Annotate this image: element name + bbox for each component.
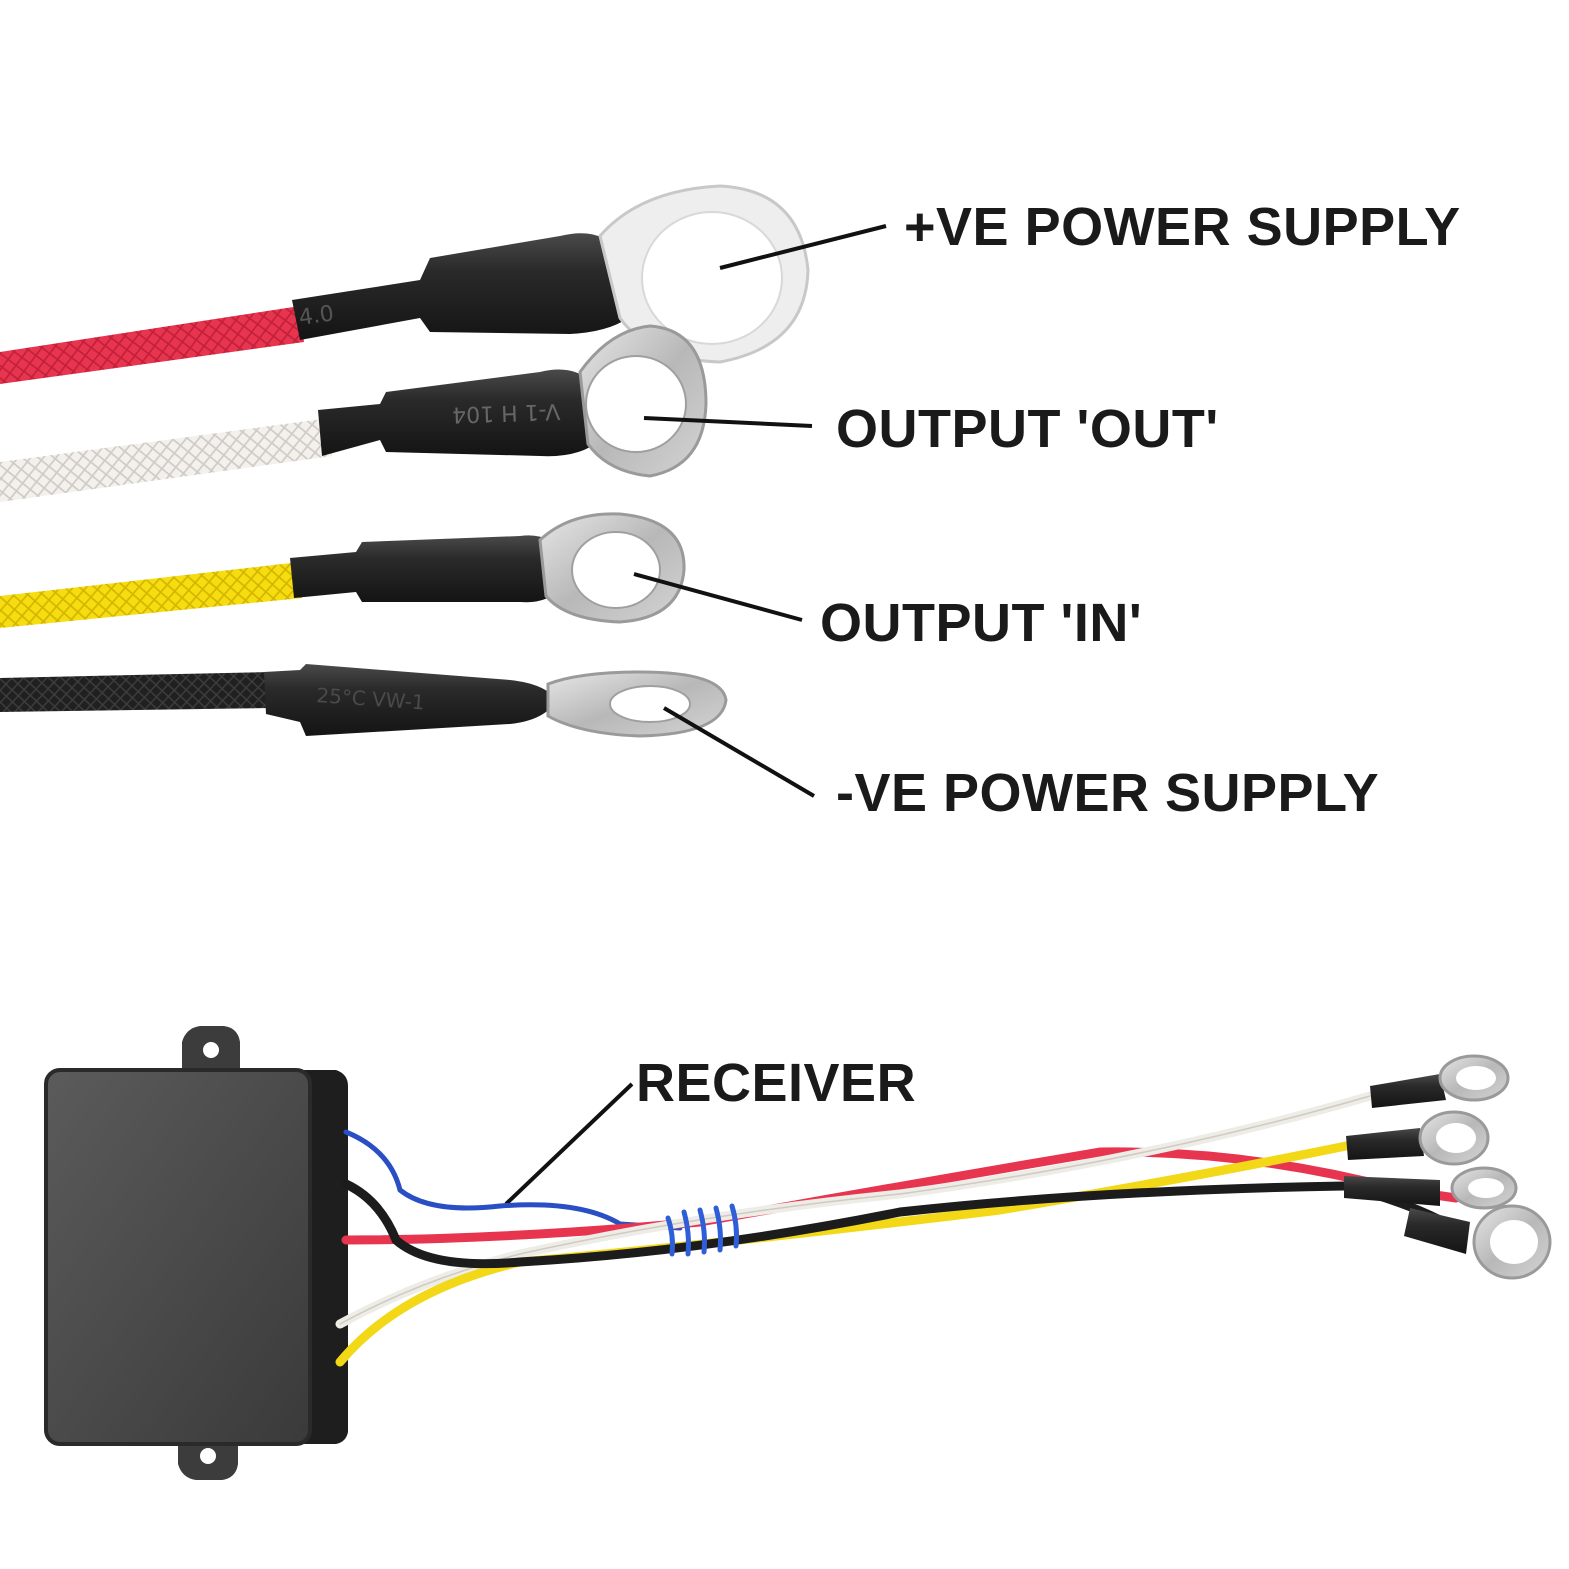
label-positive-supply: +VE POWER SUPPLY	[904, 197, 1461, 257]
ring-terminal-icon	[538, 512, 686, 624]
leader-lines	[504, 224, 887, 1206]
yellow-heat-shrink	[290, 535, 560, 603]
receiver-wires	[335, 1091, 1461, 1367]
leader-out	[643, 416, 813, 428]
white-heat-shrink	[318, 369, 600, 457]
label-output-in: OUTPUT 'IN'	[820, 593, 1143, 653]
receiver-box-icon	[44, 1026, 348, 1480]
label-negative-supply: -VE POWER SUPPLY	[836, 763, 1380, 823]
white-sleeve-marking: V-1 H 104	[452, 398, 561, 427]
white-lead: V-1 H 104	[0, 324, 708, 502]
red-sleeve-marking: 4.0	[297, 301, 335, 331]
black-heat-shrink	[264, 664, 556, 736]
leader-positive	[719, 224, 887, 270]
leader-receiver	[504, 1082, 634, 1206]
red-lead: 4.0	[0, 184, 810, 384]
ring-terminal-icon	[1418, 1110, 1490, 1166]
red-heat-shrink	[292, 233, 628, 340]
ring-terminal-icon	[578, 324, 708, 478]
ring-terminal-icon	[1450, 1166, 1518, 1210]
label-output-out: OUTPUT 'OUT'	[836, 399, 1219, 459]
leader-in	[633, 572, 803, 622]
black-lead: 25°C VW-1	[0, 664, 728, 738]
label-receiver: RECEIVER	[636, 1053, 917, 1113]
receiver-terminals	[1344, 1054, 1552, 1280]
yellow-lead	[0, 512, 686, 628]
ring-terminal-icon	[598, 184, 810, 364]
leader-negative	[662, 706, 816, 798]
ring-terminal-icon	[1438, 1054, 1510, 1102]
ring-terminal-icon	[1472, 1204, 1552, 1280]
